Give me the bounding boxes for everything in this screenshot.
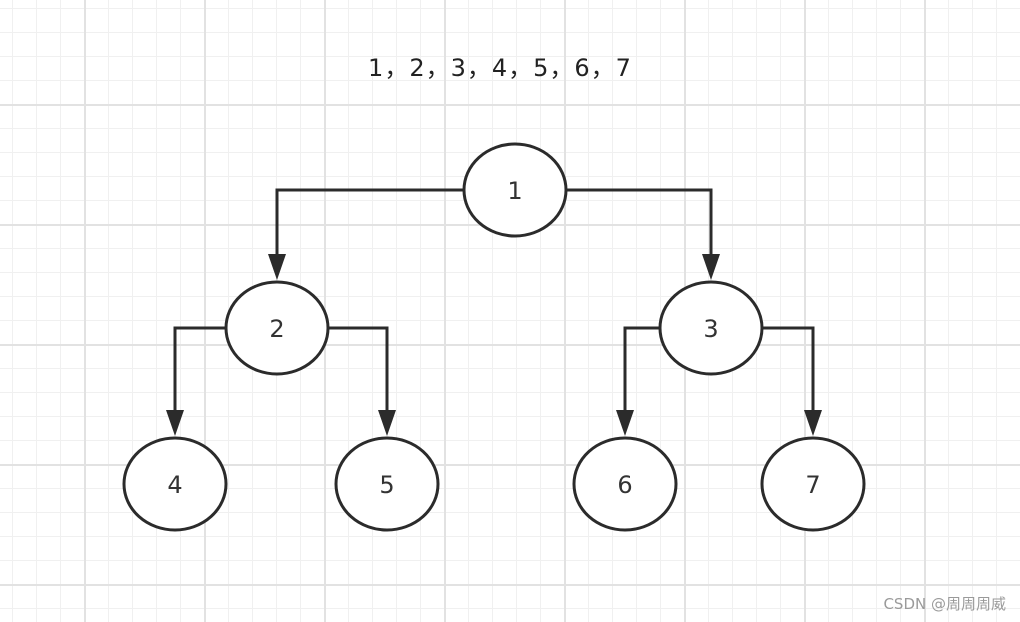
tree-node-1 — [462, 142, 568, 238]
watermark-text: CSDN @周周周威 — [883, 595, 1006, 613]
sequence-caption: 1，2，3，4，5，6，7 — [368, 54, 632, 82]
tree-node-5 — [334, 436, 440, 532]
node-label-6: 6 — [617, 471, 632, 499]
arrowhead-3-to-7 — [804, 410, 822, 436]
node-label-7: 7 — [805, 471, 820, 499]
node-label-5: 5 — [379, 471, 394, 499]
edge-2-to-5 — [328, 326, 389, 414]
arrowhead-2-to-4 — [166, 410, 184, 436]
edge-1-to-2 — [275, 188, 463, 258]
arrowhead-1-to-3 — [702, 254, 720, 280]
tree-node-3 — [658, 280, 764, 376]
tree-node-7 — [760, 436, 866, 532]
node-label-3: 3 — [703, 315, 718, 343]
edge-1-to-3 — [566, 188, 713, 258]
node-label-1: 1 — [507, 177, 522, 205]
edge-3-to-7 — [762, 326, 815, 414]
edge-2-to-4 — [173, 326, 226, 414]
edge-3-to-6 — [623, 326, 660, 414]
tree-node-2 — [224, 280, 330, 376]
arrowhead-2-to-5 — [378, 410, 396, 436]
tree-node-6 — [572, 436, 678, 532]
tree-node-4 — [122, 436, 228, 532]
arrowhead-1-to-2 — [268, 254, 286, 280]
arrowhead-3-to-6 — [616, 410, 634, 436]
node-label-4: 4 — [167, 471, 182, 499]
node-label-2: 2 — [269, 315, 284, 343]
